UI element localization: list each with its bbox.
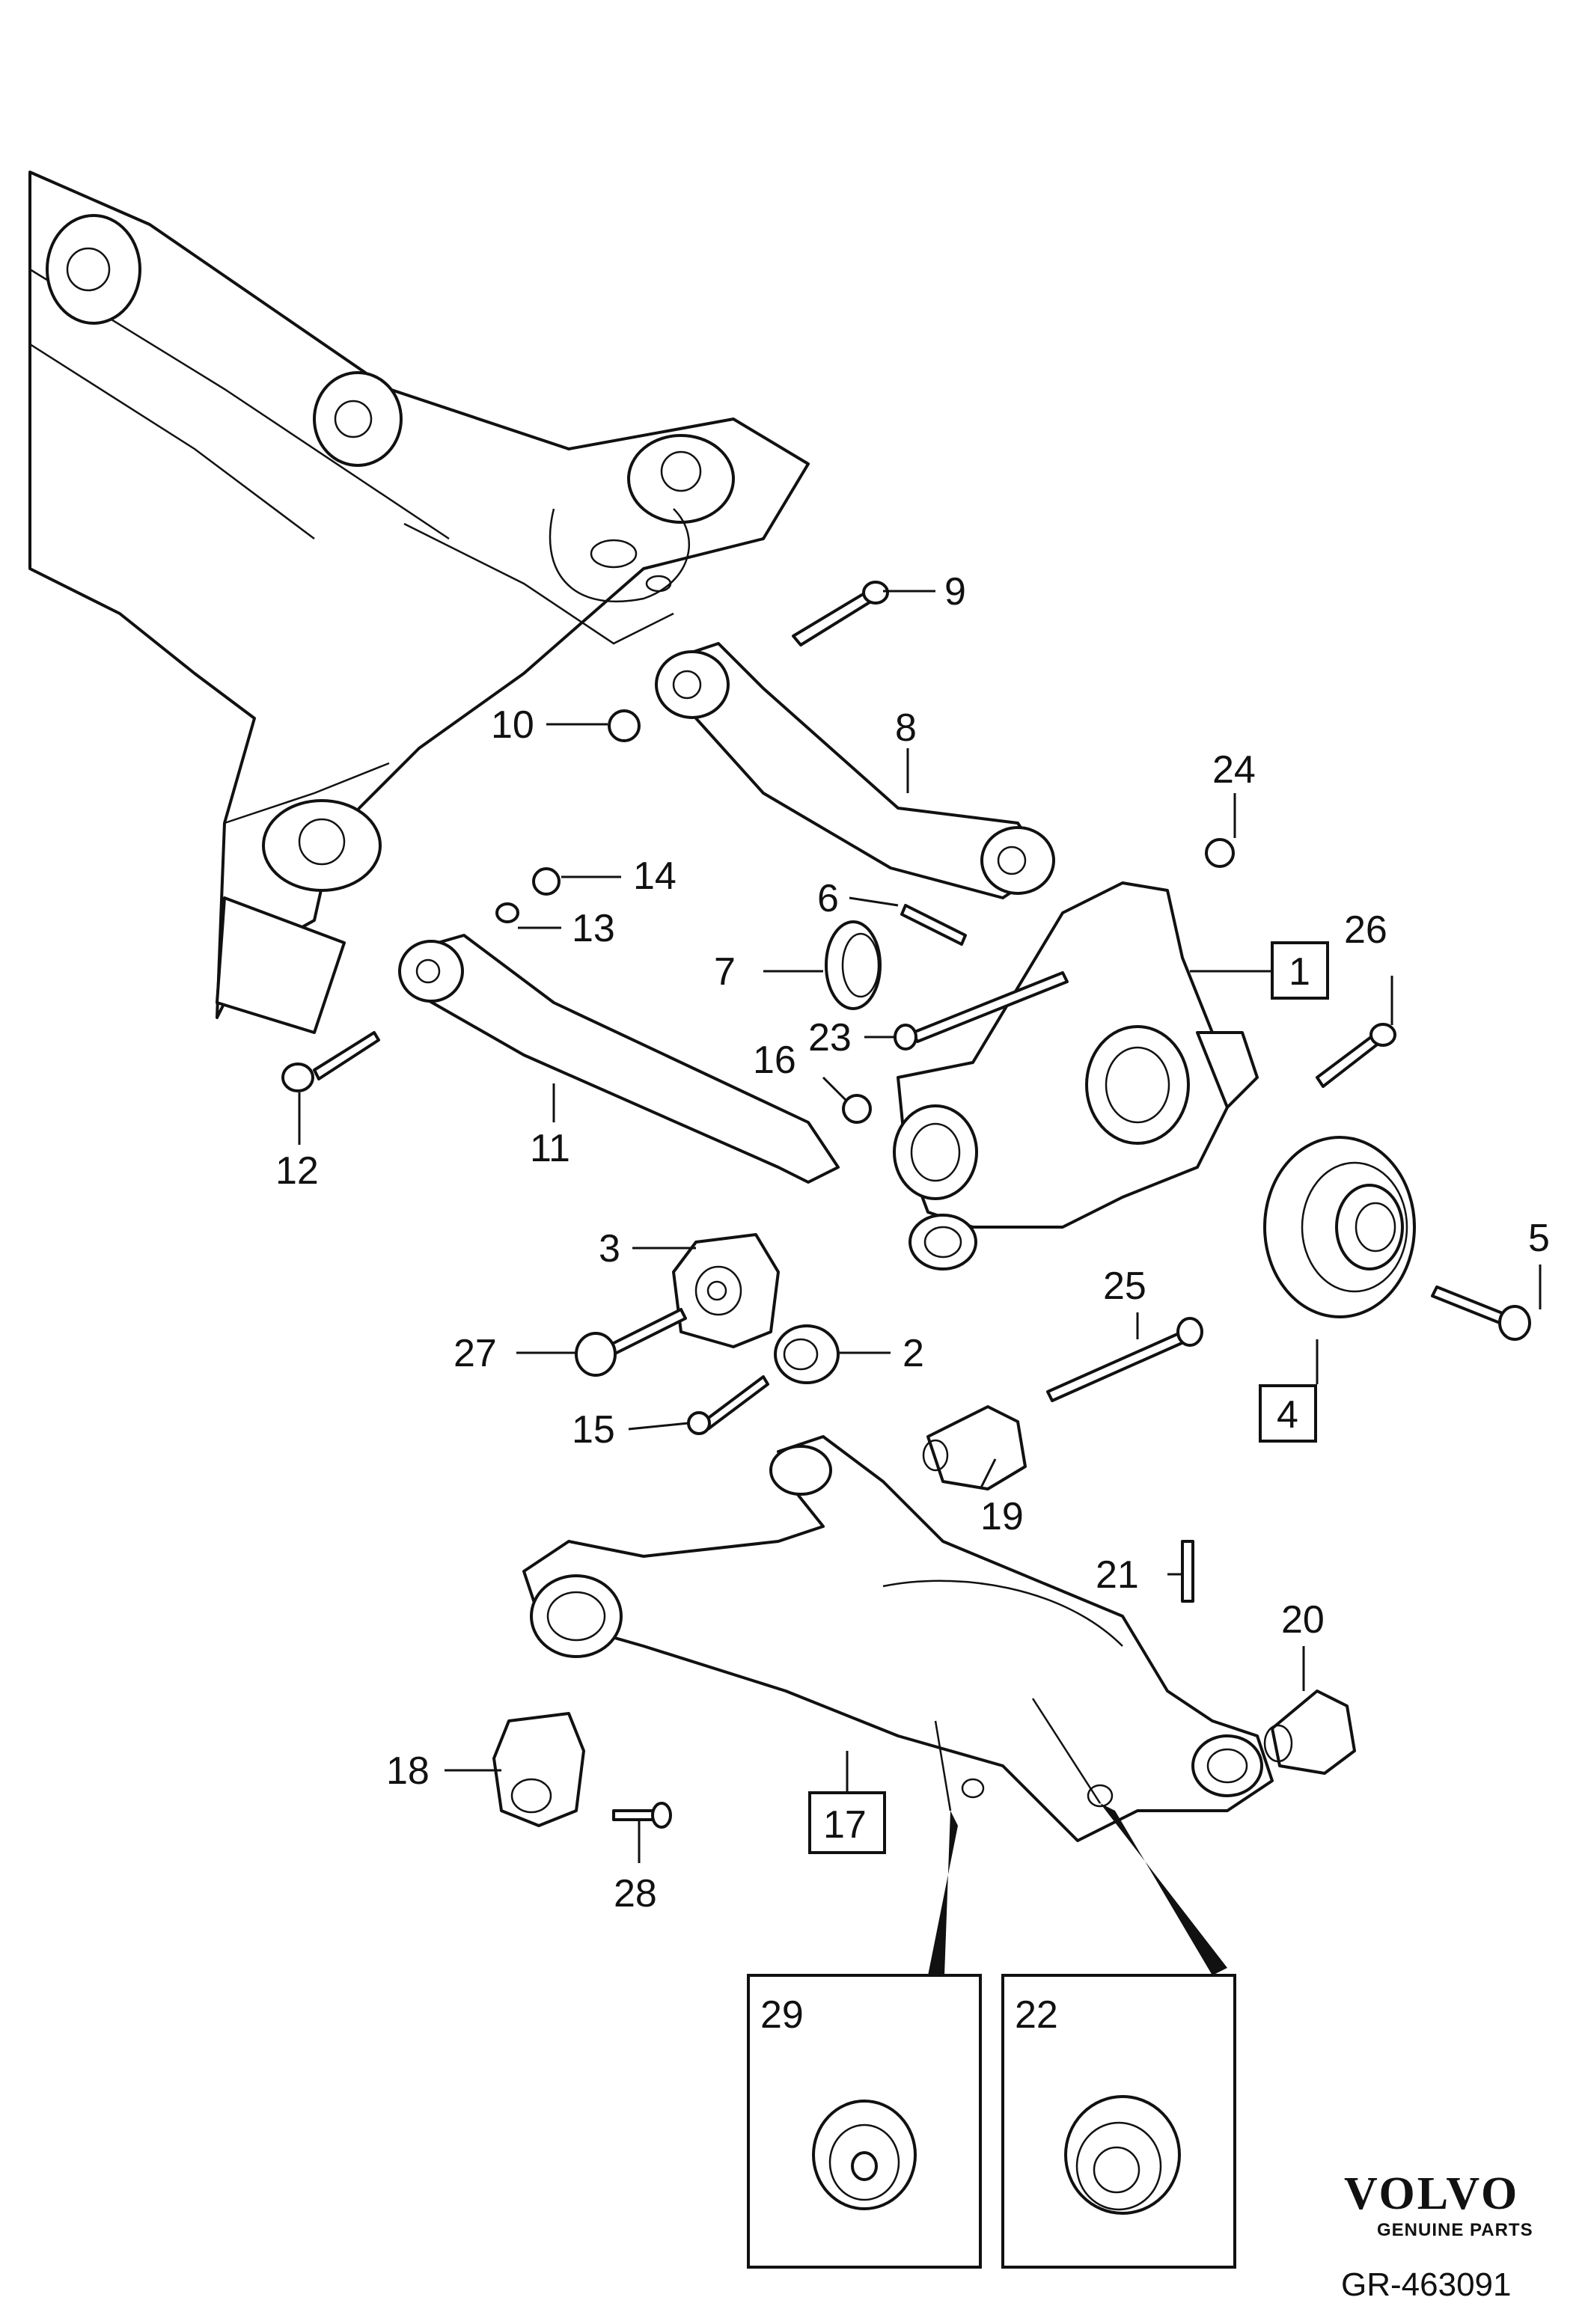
callout-14: 14 bbox=[633, 854, 677, 898]
callout-18: 18 bbox=[386, 1749, 430, 1793]
inset-22 bbox=[1001, 1974, 1236, 2269]
inset-29 bbox=[747, 1974, 982, 2269]
reference-code: GR-463091 bbox=[1341, 2266, 1511, 2303]
callout-17: 17 bbox=[823, 1803, 867, 1847]
callout-16: 16 bbox=[753, 1039, 796, 1082]
callout-4-box bbox=[1259, 1384, 1317, 1443]
callout-1: 1 bbox=[1289, 950, 1310, 994]
callout-17-box bbox=[808, 1791, 886, 1854]
callout-12: 12 bbox=[275, 1149, 319, 1193]
lower-lateral-link bbox=[398, 934, 840, 1184]
bushing-2 bbox=[774, 1324, 840, 1384]
brand-tagline: GENUINE PARTS bbox=[1377, 2220, 1533, 2240]
callout-10: 10 bbox=[491, 703, 534, 747]
callout-19: 19 bbox=[980, 1495, 1024, 1538]
callout-29: 29 bbox=[760, 1993, 804, 2037]
brand-logo: VOLVO bbox=[1344, 2168, 1519, 2219]
callout-9: 9 bbox=[944, 570, 966, 614]
callout-22: 22 bbox=[1015, 1993, 1058, 2037]
bushing-18 bbox=[492, 1712, 585, 1827]
callout-24: 24 bbox=[1212, 748, 1256, 792]
bushing-20 bbox=[1263, 1690, 1356, 1775]
callout-4: 4 bbox=[1277, 1393, 1298, 1437]
callout-15: 15 bbox=[572, 1408, 615, 1452]
callout-11: 11 bbox=[530, 1127, 570, 1170]
callout-3: 3 bbox=[599, 1227, 620, 1270]
bushing-19 bbox=[922, 1405, 1027, 1490]
callout-8: 8 bbox=[895, 706, 917, 750]
callout-7: 7 bbox=[714, 950, 736, 994]
callout-21: 21 bbox=[1096, 1553, 1139, 1597]
callout-5: 5 bbox=[1528, 1217, 1550, 1260]
wheel-knuckle bbox=[893, 881, 1259, 1270]
callout-25: 25 bbox=[1103, 1265, 1146, 1308]
brand-block: VOLVO GENUINE PARTS GR-463091 bbox=[1341, 2168, 1533, 2303]
lower-control-arm bbox=[522, 1435, 1274, 1842]
bushing-3 bbox=[672, 1233, 780, 1348]
upper-control-arm bbox=[655, 642, 1055, 899]
callout-1-box bbox=[1271, 941, 1329, 1000]
callout-labels: 9 10 8 24 14 13 6 7 1 26 23 12 11 16 5 3… bbox=[275, 570, 1550, 2037]
wheel-hub bbox=[1263, 1136, 1416, 1318]
callout-6: 6 bbox=[817, 877, 839, 920]
callout-28: 28 bbox=[614, 1872, 657, 1915]
callout-26: 26 bbox=[1344, 908, 1387, 952]
callout-20: 20 bbox=[1281, 1598, 1325, 1642]
fasteners bbox=[281, 581, 1531, 1829]
leader-lines bbox=[298, 590, 1542, 1863]
rear-subframe bbox=[28, 171, 810, 1034]
callout-13: 13 bbox=[572, 907, 615, 950]
callout-2: 2 bbox=[903, 1332, 924, 1375]
detail-pointers bbox=[928, 1698, 1227, 1975]
callout-23: 23 bbox=[808, 1016, 852, 1059]
callout-27: 27 bbox=[454, 1332, 497, 1375]
